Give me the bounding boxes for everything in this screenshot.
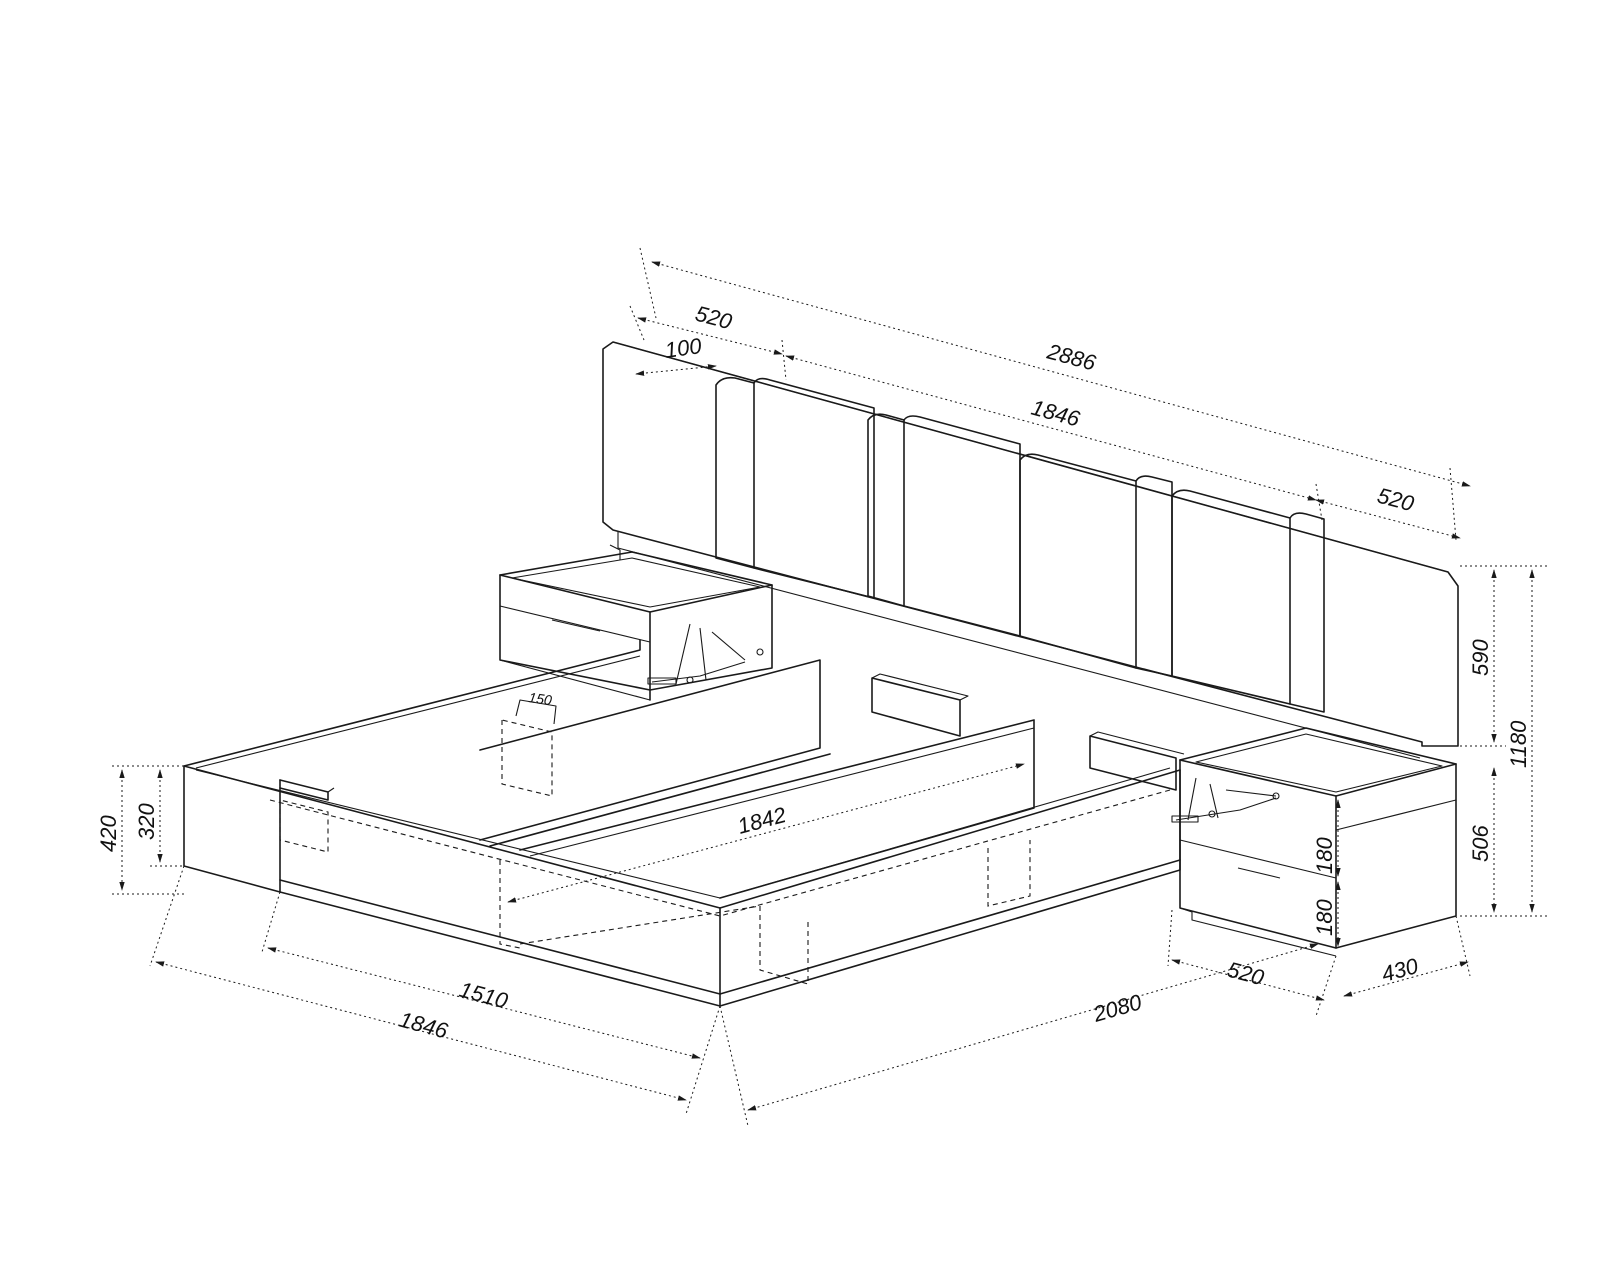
- dim-outer-width: 1846: [397, 1007, 451, 1044]
- lift-mechanism-left: [647, 623, 764, 685]
- lift-mechanism-right: [1171, 777, 1280, 823]
- dim-panel-height: 590: [1468, 639, 1493, 676]
- dimension-lines: [112, 247, 1548, 1127]
- left-nightstand: [499, 544, 773, 701]
- dim-inner-length: 1842: [735, 802, 789, 839]
- dim-inner-width: 1510: [457, 977, 511, 1014]
- dim-frame-side-height: 320: [134, 803, 159, 840]
- headboard: [602, 341, 1459, 759]
- dim-total-height: 1180: [1506, 720, 1531, 768]
- dim-headboard-center: 1846: [1029, 395, 1083, 432]
- dimension-labels: 2886 520 100 1846 520 590 1180 506 180 1…: [96, 301, 1531, 1044]
- dim-frame-total-height: 420: [96, 815, 121, 852]
- dim-drawer-bottom: 180: [1312, 899, 1337, 936]
- dim-headboard-offset: 100: [663, 333, 704, 363]
- dim-nightstand-height: 506: [1468, 825, 1493, 862]
- bed-base: [183, 639, 1185, 1007]
- dim-headboard-total: 2886: [1044, 338, 1099, 375]
- dim-headboard-left-panel: 520: [693, 301, 736, 335]
- dim-outer-length: 2080: [1090, 989, 1146, 1027]
- dim-nightstand-width: 520: [1225, 957, 1268, 991]
- dim-nightstand-depth: 430: [1379, 953, 1422, 987]
- dim-drawer-top: 180: [1312, 837, 1337, 874]
- dim-headboard-right-panel: 520: [1375, 483, 1418, 517]
- dim-support-width: 150: [528, 689, 554, 708]
